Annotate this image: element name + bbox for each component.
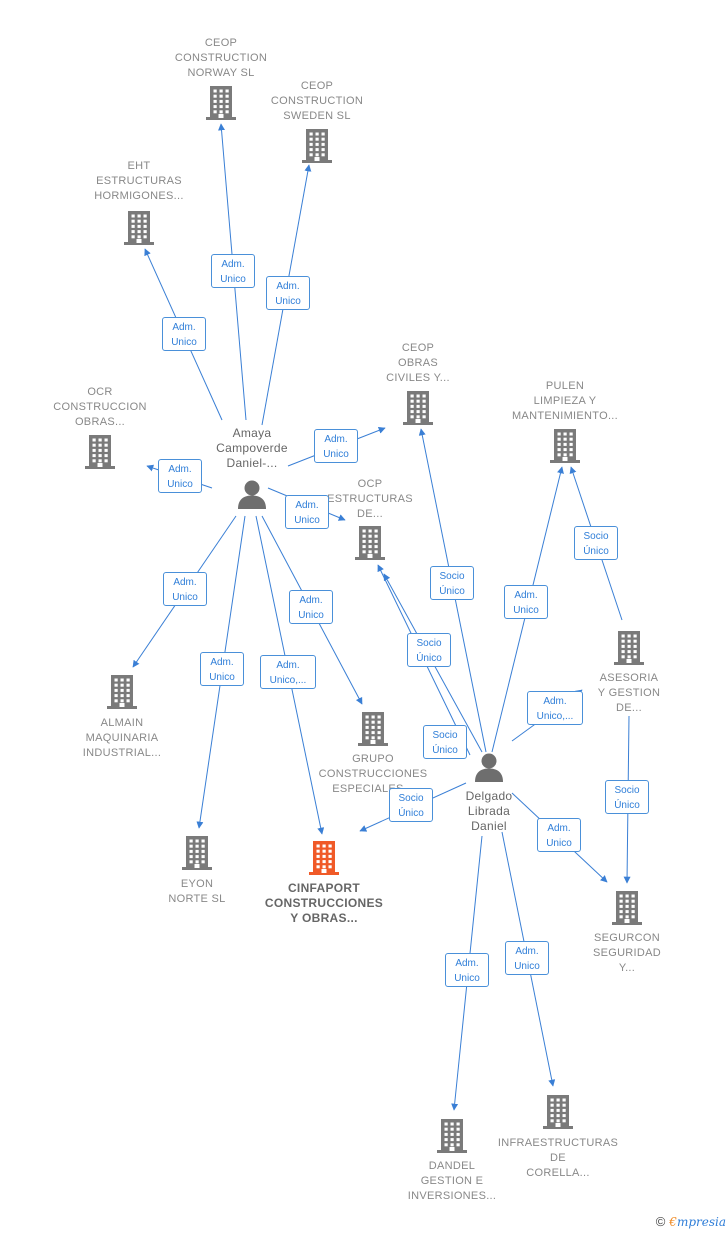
relation-badge[interactable]: Socio Único — [574, 526, 618, 560]
building-icon — [614, 631, 644, 665]
node-label: CEOP OBRAS CIVILES Y... — [386, 342, 450, 384]
node-label: PULEN LIMPIEZA Y MANTENIMIENTO... — [511, 380, 619, 422]
node-label: CEOP CONSTRUCTION SWEDEN SL — [270, 80, 364, 122]
relation-badge[interactable]: Socio Único — [389, 788, 433, 822]
building-icon — [550, 429, 580, 463]
relation-badge[interactable]: Socio Único — [407, 633, 451, 667]
building-icon — [124, 211, 154, 245]
relation-badge[interactable]: Adm. Unico — [289, 590, 333, 624]
node-label: INFRAESTRUCTURAS DE CORELLA... — [497, 1137, 619, 1179]
node-label: CEOP CONSTRUCTION NORWAY SL — [174, 37, 268, 79]
relation-badge[interactable]: Socio Único — [605, 780, 649, 814]
relation-badge[interactable]: Adm. Unico,... — [260, 655, 316, 689]
relation-badge[interactable]: Adm. Unico — [163, 572, 207, 606]
node-label: ALMAIN MAQUINARIA INDUSTRIAL... — [82, 717, 162, 759]
footer-credit: © €mpresia — [656, 1214, 726, 1229]
relation-badge[interactable]: Socio Único — [430, 566, 474, 600]
relation-badge[interactable]: Socio Único — [423, 725, 467, 759]
building-icon — [85, 435, 115, 469]
building-icon — [302, 129, 332, 163]
person-icon — [238, 480, 266, 509]
relation-badge[interactable]: Adm. Unico — [314, 429, 358, 463]
node-label: ASESORIA Y GESTION DE... — [597, 672, 661, 714]
person-icon — [475, 753, 503, 782]
node-label: OCR CONSTRUCCION OBRAS... — [53, 386, 147, 428]
relation-badge[interactable]: Adm. Unico — [445, 953, 489, 987]
relation-badge[interactable]: Adm. Unico — [162, 317, 206, 351]
building-icon — [355, 526, 385, 560]
node-label: OCP ESTRUCTURAS DE... — [327, 478, 413, 520]
relation-badge[interactable]: Adm. Unico — [211, 254, 255, 288]
node-label: SEGURCON SEGURIDAD Y... — [592, 932, 662, 974]
node-label: DANDEL GESTION E INVERSIONES... — [407, 1160, 497, 1202]
node-label: CINFAPORT CONSTRUCCIONES Y OBRAS... — [264, 881, 384, 925]
relation-badge[interactable]: Adm. Unico — [266, 276, 310, 310]
building-icon — [182, 836, 212, 870]
building-icon — [107, 675, 137, 709]
relation-badge[interactable]: Adm. Unico — [285, 495, 329, 529]
building-icon — [437, 1119, 467, 1153]
building-icon — [358, 712, 388, 746]
relation-badge[interactable]: Adm. Unico,... — [527, 691, 583, 725]
relation-badge[interactable]: Adm. Unico — [200, 652, 244, 686]
building-icon — [543, 1095, 573, 1129]
copyright-icon: © — [655, 1214, 666, 1229]
relation-badge[interactable]: Adm. Unico — [537, 818, 581, 852]
node-label: EYON NORTE SL — [168, 878, 226, 905]
node-label: Amaya Campoverde Daniel-... — [216, 426, 288, 470]
relation-badge[interactable]: Adm. Unico — [158, 459, 202, 493]
building-icon — [612, 891, 642, 925]
relation-badge[interactable]: Adm. Unico — [505, 941, 549, 975]
building-icon — [206, 86, 236, 120]
brand-logo[interactable]: €mpresia — [669, 1214, 726, 1229]
node-label: Delgado Librada Daniel — [465, 789, 513, 833]
building-icon — [309, 841, 339, 875]
node-label: EHT ESTRUCTURAS HORMIGONES... — [94, 160, 184, 202]
building-icon — [403, 391, 433, 425]
relation-badge[interactable]: Adm. Unico — [504, 585, 548, 619]
